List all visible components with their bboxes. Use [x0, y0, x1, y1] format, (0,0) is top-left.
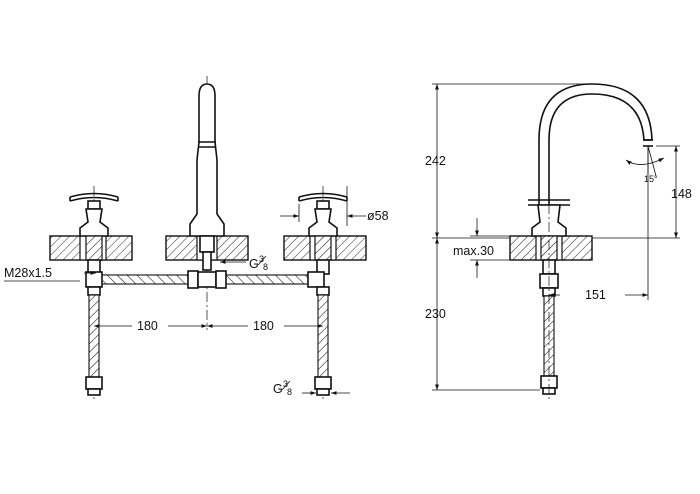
- spout-reach-dim: 151: [585, 288, 606, 302]
- spacing-left-dim: 180: [137, 319, 158, 333]
- angle-indicator: 15°: [625, 145, 665, 184]
- height-above-dim: 242: [425, 154, 446, 168]
- svg-text:G: G: [273, 382, 283, 396]
- svg-text:3: 3: [283, 379, 288, 389]
- connection-label-bottom: G 3 8: [273, 379, 350, 397]
- connection-label-top: G 3 8: [220, 254, 268, 272]
- handle-left: [69, 192, 119, 275]
- side-view: 242 230 148 15° max.30 151: [425, 83, 692, 400]
- svg-text:8: 8: [263, 262, 268, 272]
- spacing-right-dim: 180: [253, 319, 274, 333]
- thread-label: M28x1.5: [4, 266, 52, 280]
- spout-front: [189, 83, 225, 271]
- spout-side: [538, 83, 653, 211]
- handle-right: [298, 192, 348, 275]
- cross-hoses: [85, 270, 330, 296]
- svg-text:G: G: [249, 257, 259, 271]
- svg-text:3: 3: [259, 254, 264, 264]
- supply-hose-left: [85, 294, 103, 396]
- deck-thickness-dim: max.30: [453, 244, 494, 258]
- svg-text:8: 8: [287, 387, 292, 397]
- handle-diameter-dim: ø58: [367, 209, 389, 223]
- supply-hose-right: [314, 294, 332, 396]
- hose-length-dim: 230: [425, 307, 446, 321]
- front-view: M28x1.5 180 180 ø58 G 3 8 G 3: [4, 76, 389, 400]
- spout-height-dim: 148: [671, 187, 692, 201]
- svg-text:15°: 15°: [644, 174, 658, 184]
